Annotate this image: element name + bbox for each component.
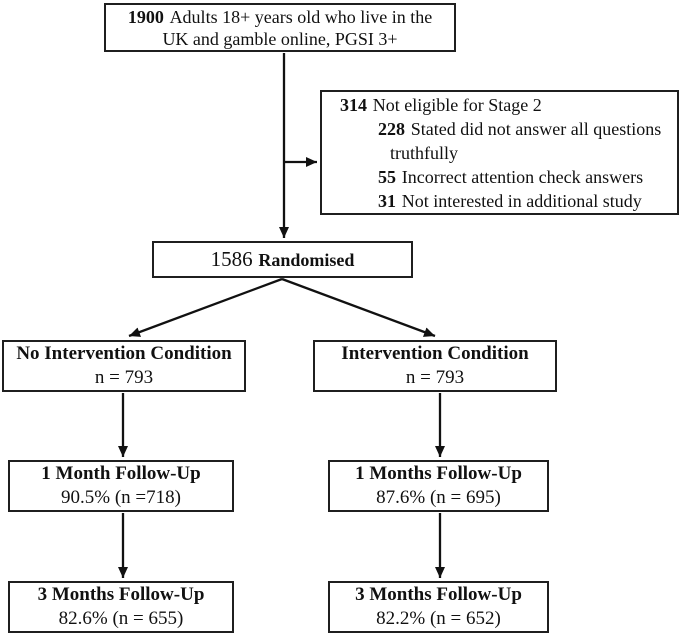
exclusion-item-label: Not interested in additional study — [401, 190, 642, 211]
no-intervention-1m-title: 1 Month Follow-Up — [41, 463, 201, 484]
exclusion-item-count: 31 — [378, 190, 396, 211]
enrollment-count: 1900 — [127, 6, 164, 27]
intervention-1m-stat: 87.6% (n = 695) — [376, 487, 501, 508]
arrow-randomised-to-no-intervention — [128, 277, 283, 338]
exclusion-item-count: 228 — [378, 118, 405, 139]
no-intervention-3m-stat: 82.6% (n = 655) — [58, 608, 184, 629]
no-intervention-3m-title: 3 Months Follow-Up — [37, 584, 205, 605]
intervention-3m-stat: 82.2% (n = 652) — [376, 608, 501, 629]
no-intervention-3m-box: 3 Months Follow-Up 82.6% (n = 655) — [8, 581, 234, 633]
no-intervention-title: No Intervention Condition — [16, 343, 232, 364]
randomised-count: 1586 — [210, 247, 253, 271]
exclusion-count: 314 — [340, 94, 367, 115]
no-intervention-1m-box: 1 Month Follow-Up 90.5% (n =718) — [8, 460, 234, 512]
exclusion-label: Not eligible for Stage 2 — [372, 94, 542, 115]
intervention-1m-title: 1 Months Follow-Up — [355, 463, 522, 484]
exclusion-item-label-wrap: truthfully — [390, 142, 458, 163]
intervention-title: Intervention Condition — [341, 343, 529, 364]
arrow-randomised-to-intervention — [281, 277, 436, 338]
intervention-box: Intervention Condition n = 793 — [313, 340, 557, 392]
intervention-n: n = 793 — [405, 367, 465, 388]
enrollment-label: Adults 18+ years old who live in the — [169, 6, 433, 27]
intervention-1m-box: 1 Months Follow-Up 87.6% (n = 695) — [328, 460, 549, 512]
exclusion-item-label: Incorrect attention check answers — [401, 166, 644, 187]
intervention-3m-title: 3 Months Follow-Up — [355, 584, 522, 605]
exclusion-item-count: 55 — [378, 166, 396, 187]
intervention-3m-box: 3 Months Follow-Up 82.2% (n = 652) — [328, 581, 549, 633]
no-intervention-box: No Intervention Condition n = 793 — [2, 340, 246, 392]
enrollment-line2: UK and gamble online, PGSI 3+ — [162, 28, 398, 49]
randomised-label: Randomised — [258, 250, 355, 270]
no-intervention-n: n = 793 — [94, 367, 154, 388]
exclusion-item-label: Stated did not answer all questions — [410, 118, 662, 139]
no-intervention-1m-stat: 90.5% (n =718) — [61, 487, 181, 508]
